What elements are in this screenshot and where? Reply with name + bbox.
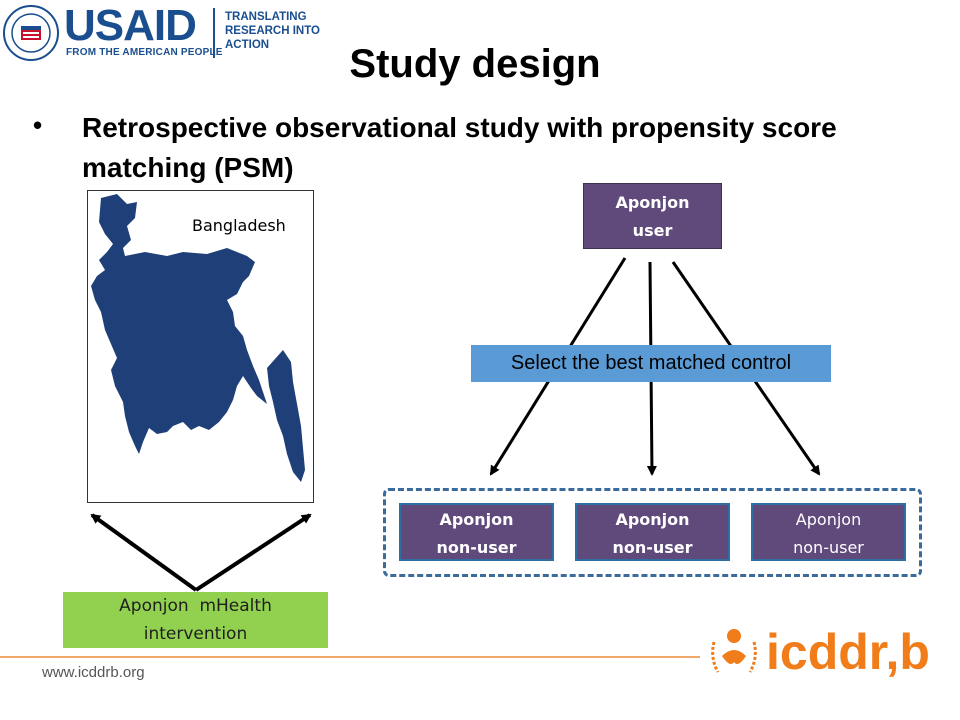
bangladesh-mainland-shape	[91, 194, 267, 454]
arrow-intervention-right	[194, 513, 312, 592]
bullet-text: Retrospective observational study with p…	[82, 112, 837, 183]
nonuser-line1: Aponjon	[439, 510, 514, 529]
usaid-wordmark: USAID	[64, 1, 197, 50]
nonuser-line1: Aponjon	[795, 510, 862, 529]
aponjon-nonuser-box: Aponjon non-user	[575, 503, 730, 561]
tagline-line: ACTION	[225, 39, 270, 51]
nonuser-group-frame	[383, 488, 922, 577]
nonuser-line2: non-user	[612, 538, 693, 557]
tagline-line: TRANSLATING	[225, 11, 307, 23]
nonuser-line1: Aponjon	[615, 510, 690, 529]
tagline-line: RESEARCH INTO	[225, 25, 320, 37]
header-divider	[213, 8, 215, 58]
usaid-tagline: TRANSLATING RESEARCH INTO ACTION	[225, 10, 320, 52]
nonuser-line2: non-user	[793, 538, 864, 557]
map-label: Bangladesh	[192, 216, 286, 235]
aponjon-nonuser-box: Aponjon non-user	[399, 503, 554, 561]
footer-divider	[0, 656, 700, 658]
user-box-line1: Aponjon	[615, 193, 690, 212]
mhealth-intervention-box: Aponjon mHealth intervention	[63, 592, 328, 648]
aponjon-nonuser-box: Aponjon non-user	[751, 503, 906, 561]
footer-url: www.icddrb.org	[42, 664, 145, 681]
bangladesh-map	[91, 194, 305, 482]
bullet-marker: •	[33, 110, 43, 140]
select-matched-control-label: Select the best matched control	[471, 345, 831, 382]
bangladesh-southeast-shape	[267, 350, 305, 482]
icddrb-wordmark: icddr,b	[766, 624, 930, 680]
intervention-line1: Aponjon mHealth	[119, 596, 272, 616]
nonuser-line2: non-user	[436, 538, 517, 557]
usaid-subtitle: FROM THE AMERICAN PEOPLE	[66, 47, 223, 58]
icddrb-emblem-icon	[711, 629, 757, 673]
user-box-line2: user	[632, 221, 673, 240]
intervention-line2: intervention	[143, 624, 248, 644]
slide-title: Study design	[349, 42, 601, 86]
arrow-intervention-left	[90, 513, 198, 592]
aponjon-user-box: Aponjon user	[583, 183, 722, 249]
usaid-seal-icon	[3, 5, 59, 61]
